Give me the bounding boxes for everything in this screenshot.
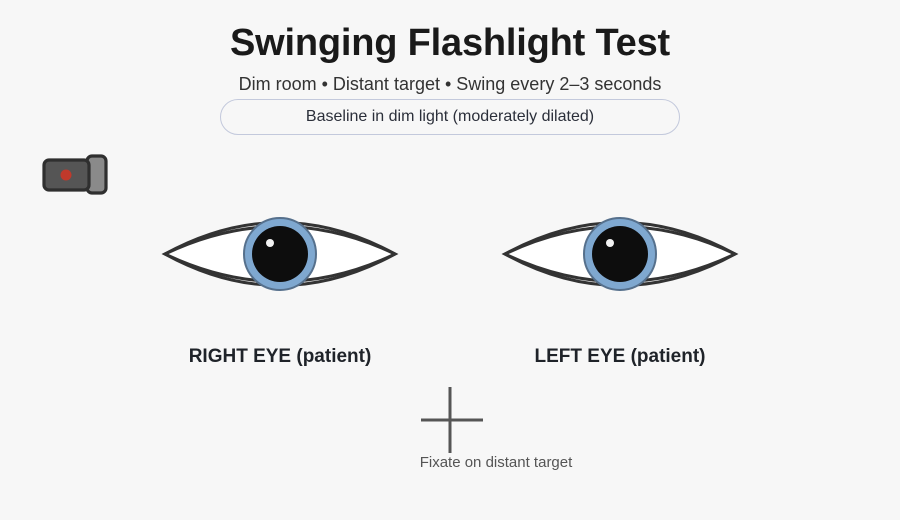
eye-right-highlight [266, 239, 274, 247]
flashlight-icon-svg [42, 154, 108, 195]
status-badge-label: Baseline in dim light (moderately dilate… [305, 108, 595, 125]
flashlight-icon[interactable] [40, 152, 112, 200]
crosshair-icon-svg [421, 387, 483, 453]
eye-right-inner-lid [161, 225, 399, 283]
eye-left-svg [501, 217, 739, 291]
flashlight-power-indicator [60, 169, 72, 181]
eye-left[interactable] [500, 193, 740, 315]
status-badge: Baseline in dim light (moderately dilate… [220, 99, 680, 135]
eye-left-label: LEFT EYE (patient) [534, 346, 706, 367]
eye-right-svg [161, 217, 399, 291]
eye-left-pupil [592, 226, 648, 282]
page-subtitle: Dim room • Distant target • Swing every … [238, 74, 662, 94]
eye-right-label: RIGHT EYE (patient) [188, 346, 372, 367]
fixation-caption: Fixate on distant target [419, 454, 573, 471]
page-title: Swinging Flashlight Test [230, 22, 670, 64]
fixation-target-crosshair-icon [412, 383, 488, 459]
eye-right-pupil [252, 226, 308, 282]
eye-left-highlight [606, 239, 614, 247]
eye-left-inner-lid [501, 225, 739, 283]
eye-right[interactable] [160, 193, 400, 315]
